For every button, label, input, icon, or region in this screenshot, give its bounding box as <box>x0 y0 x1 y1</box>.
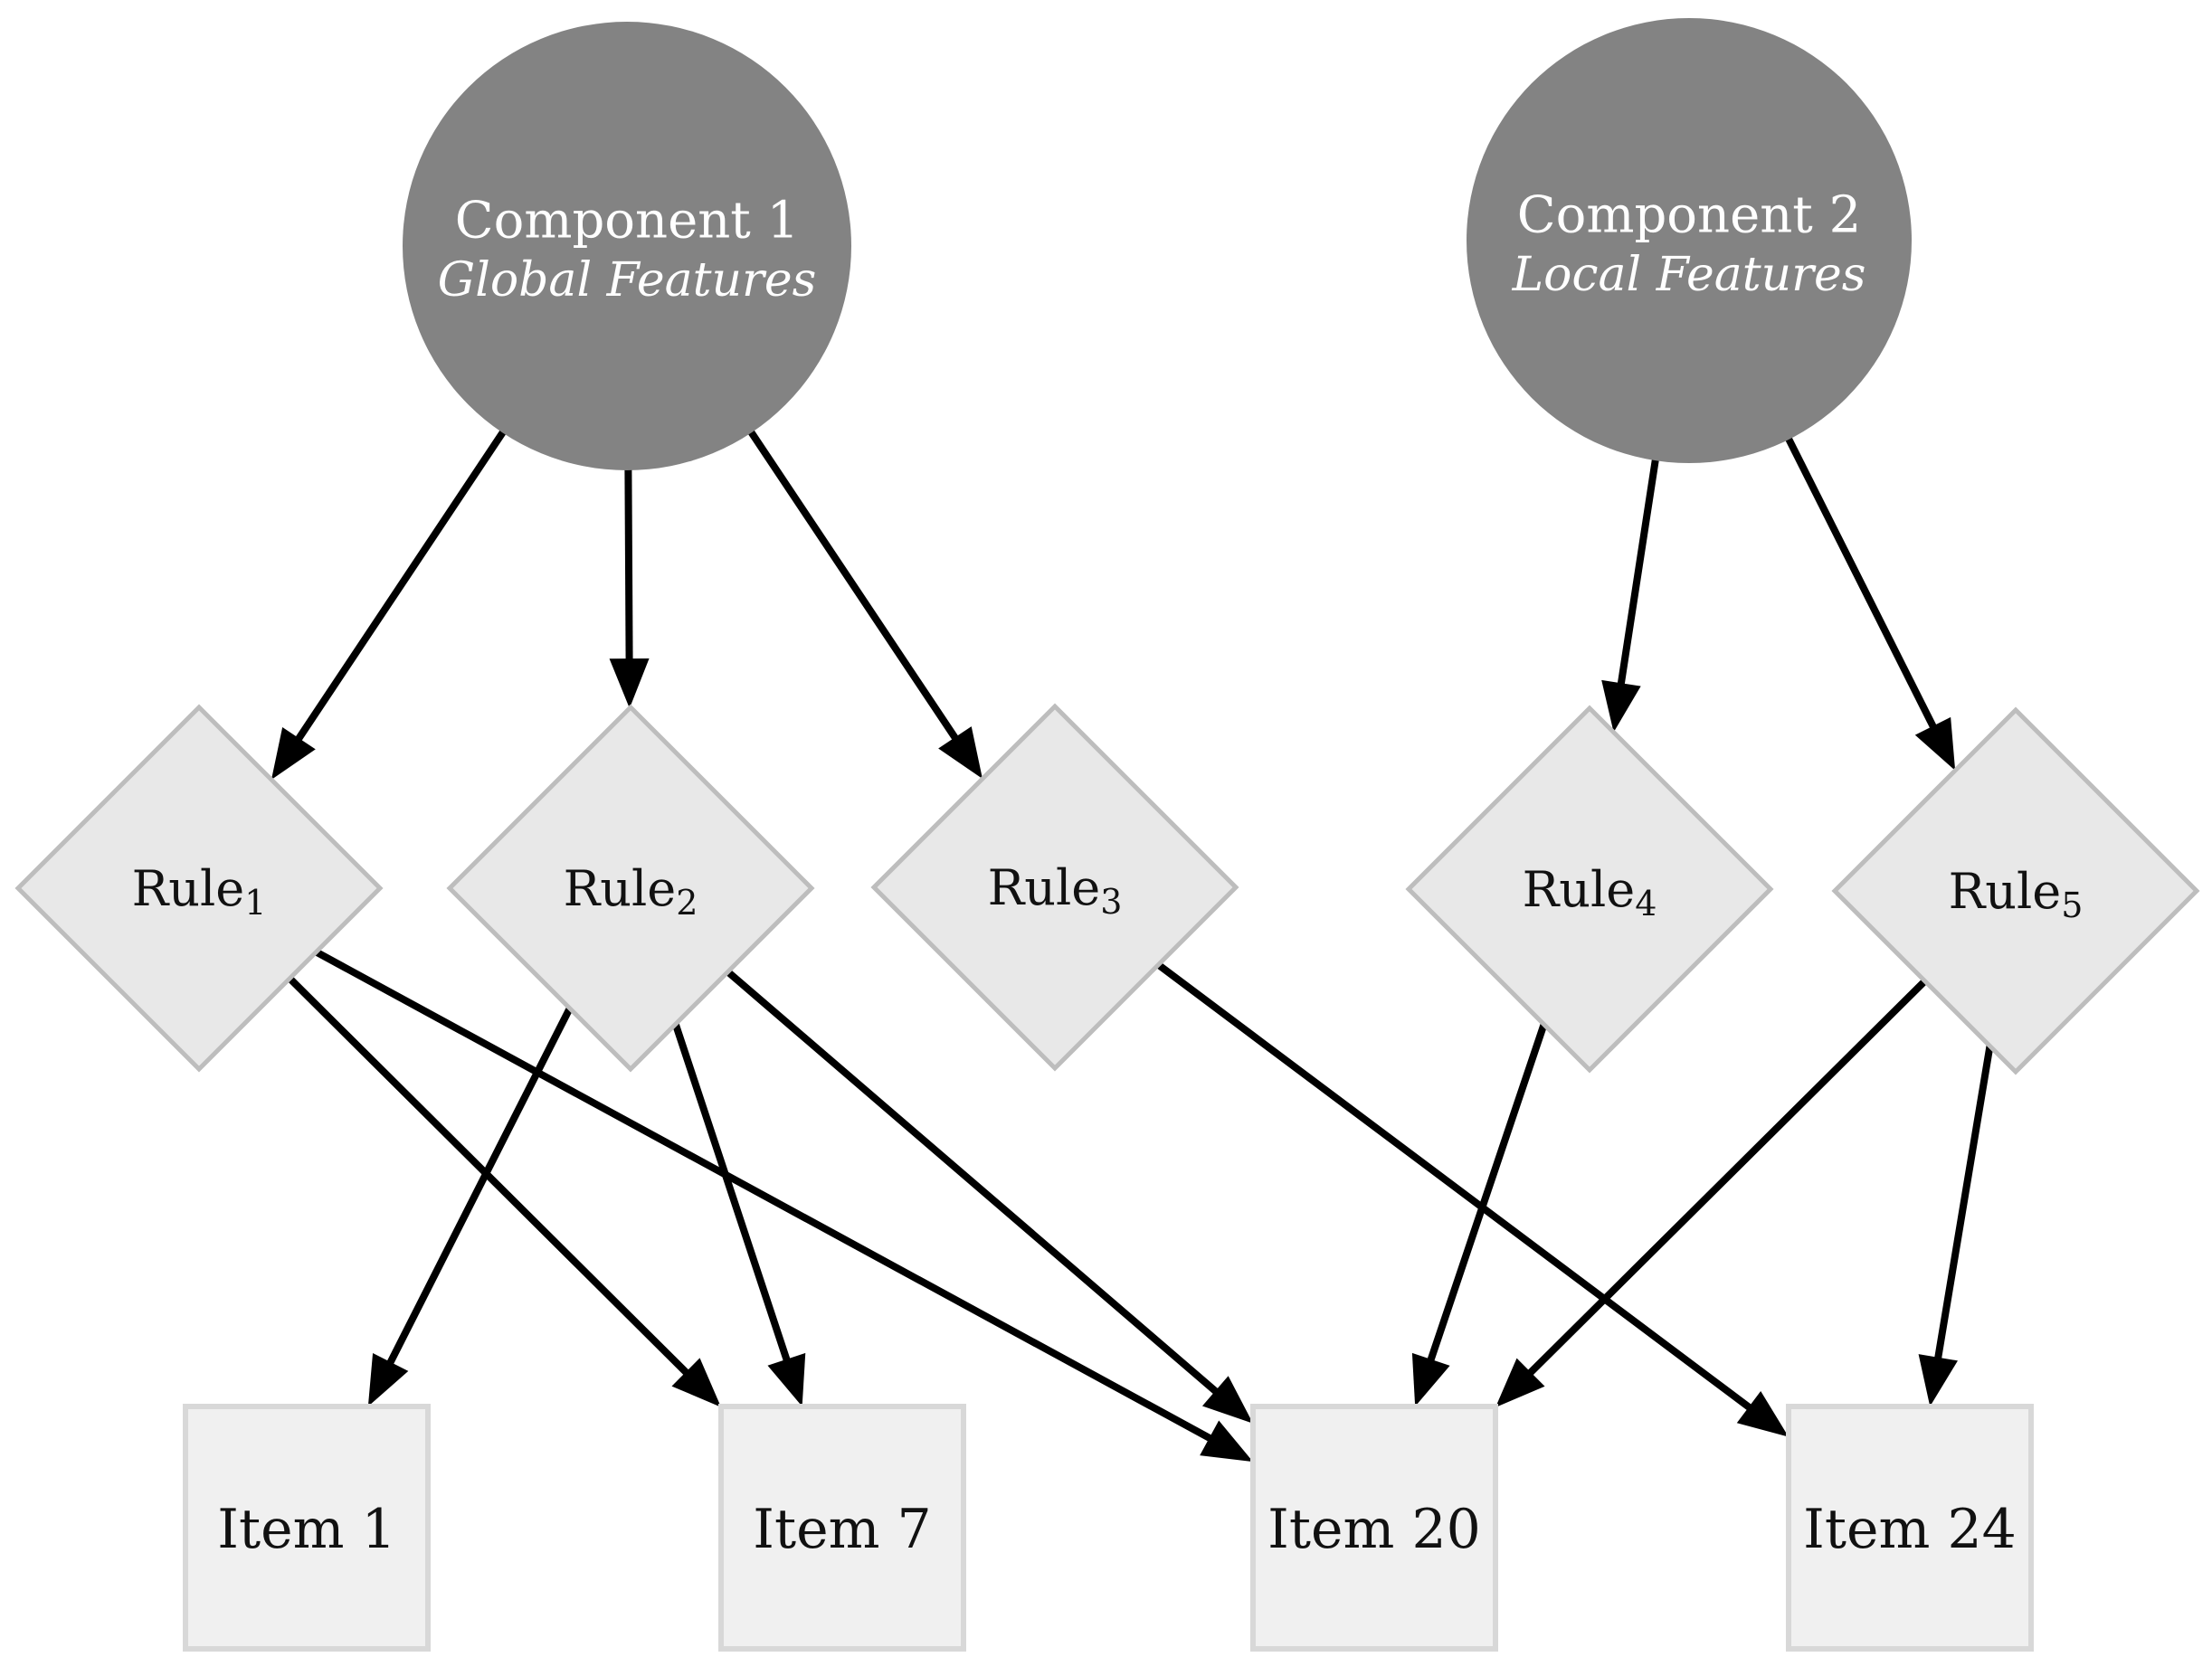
arrowhead-component2-rule5 <box>1914 716 1956 771</box>
item24-square <box>1786 1404 2034 1652</box>
item20-square <box>1250 1404 1498 1652</box>
rule4-label: Rule4 <box>1523 861 1657 924</box>
rule5-label: Rule5 <box>1949 863 2084 926</box>
arrowhead-component2-rule4 <box>1601 679 1641 733</box>
arrowhead-rule5-item20 <box>1495 1358 1545 1407</box>
node-item24: Item 24 <box>1786 1404 2034 1652</box>
node-item20: Item 20 <box>1250 1404 1498 1652</box>
rule3-label: Rule3 <box>988 859 1123 923</box>
arrowhead-component1-rule3 <box>938 726 983 780</box>
node-rule5: Rule5 <box>1831 706 2200 1075</box>
component2-circle <box>1467 18 1912 463</box>
node-rule3: Rule3 <box>870 703 1239 1072</box>
rule1-label: Rule1 <box>132 860 267 923</box>
component1-label: Component 1 <box>455 192 799 251</box>
edge-rule3-item24 <box>1052 884 1757 1415</box>
arrowhead-component1-rule2 <box>609 658 650 709</box>
item7-label: Item 7 <box>753 1498 931 1561</box>
node-item7: Item 7 <box>718 1404 966 1652</box>
arrowhead-rule2-item20 <box>1201 1376 1253 1424</box>
arrowhead-rule4-item20 <box>1411 1352 1450 1406</box>
node-item1: Item 1 <box>183 1404 431 1652</box>
arrowhead-component1-rule1 <box>271 726 316 780</box>
edge-rule1-item20 <box>197 885 1218 1445</box>
item1-label: Item 1 <box>217 1498 395 1561</box>
arrowhead-rule1-item20 <box>1200 1420 1253 1463</box>
item1-square <box>183 1404 431 1652</box>
component1-sublabel: Global Features <box>438 253 817 308</box>
component2-label: Component 2 <box>1517 186 1861 245</box>
item20-label: Item 20 <box>1267 1498 1481 1561</box>
component2-sublabel: Local Features <box>1512 248 1866 302</box>
component1-circle <box>403 22 851 470</box>
arrowhead-rule2-item1 <box>367 1352 409 1406</box>
node-rule2: Rule2 <box>446 704 815 1073</box>
arrowhead-rule3-item24 <box>1736 1391 1789 1437</box>
item7-square <box>718 1404 966 1652</box>
node-rule1: Rule1 <box>14 704 384 1073</box>
rule4-diamond <box>1405 705 1774 1074</box>
rule2-diamond <box>446 704 815 1073</box>
rule2-label: Rule2 <box>564 860 698 923</box>
rule1-diamond <box>14 704 384 1073</box>
rule5-diamond <box>1831 706 2200 1075</box>
item24-label: Item 24 <box>1803 1498 2017 1561</box>
arrowhead-rule1-item7 <box>671 1358 721 1407</box>
arrowhead-rule2-item7 <box>767 1352 806 1406</box>
rule3-diamond <box>870 703 1239 1072</box>
arrowhead-rule5-item24 <box>1918 1354 1958 1406</box>
node-rule4: Rule4 <box>1405 705 1774 1074</box>
